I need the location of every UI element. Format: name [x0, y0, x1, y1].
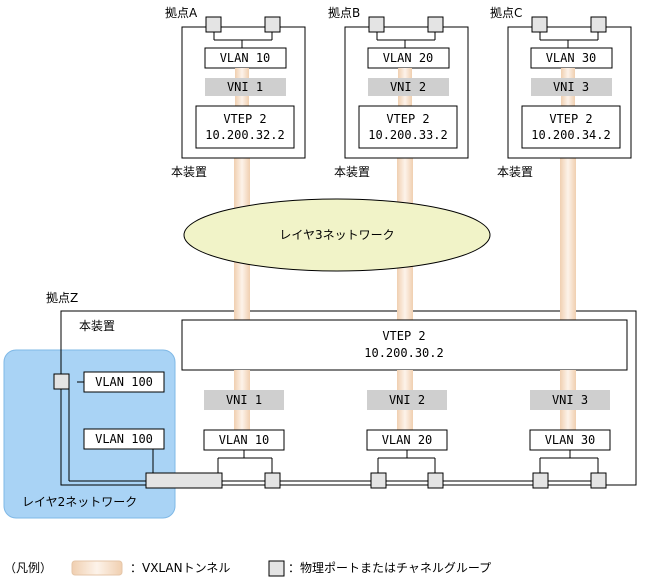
vni-box — [204, 390, 284, 410]
site-z-vtep-name: VTEP 2 — [382, 329, 425, 343]
vni-box — [531, 78, 612, 96]
site-a-label: 拠点A — [165, 6, 198, 20]
vlan-label: VLAN 30 — [545, 433, 596, 447]
vni-label: VNI 2 — [389, 393, 425, 407]
vlan-label: VLAN 10 — [219, 433, 270, 447]
legend-port-swatch — [268, 560, 285, 577]
vtep-name: VTEP 2 — [549, 112, 592, 126]
site-b: 拠点B VLAN 20 VNI 2 VTEP 2 10.200.33.2 本装置 — [328, 6, 469, 179]
site-b-label: 拠点B — [328, 6, 360, 20]
vtep-name: VTEP 2 — [223, 112, 266, 126]
vtep-ip: 10.200.32.2 — [205, 128, 284, 142]
vni-box — [368, 78, 449, 96]
port-icon[interactable] — [531, 16, 548, 33]
site-z-label: 拠点Z — [46, 291, 78, 305]
vlan-label: VLAN 10 — [220, 51, 271, 65]
vlan-label: VLAN 20 — [382, 433, 433, 447]
l2-vlan-box-bottom — [83, 428, 165, 450]
port-icon[interactable] — [53, 373, 70, 390]
vtep-name: VTEP 2 — [386, 112, 429, 126]
vlan-label: VLAN 20 — [383, 51, 434, 65]
vni-box — [205, 78, 286, 96]
l2-vlan-label-bottom: VLAN 100 — [95, 432, 153, 446]
vni-box — [367, 390, 447, 410]
vtep-box — [358, 105, 458, 149]
l3-network-label: レイヤ3ネットワーク — [279, 228, 394, 242]
port-icon[interactable] — [205, 16, 222, 33]
vtep-box — [521, 105, 621, 149]
vni-label: VNI 1 — [226, 393, 262, 407]
vni-label: VNI 3 — [552, 393, 588, 407]
site-z-vtep-box — [181, 319, 628, 371]
legend-port-label: ：物理ポートまたはチャネルグループ — [288, 561, 491, 575]
vni-label: VNI 2 — [390, 80, 426, 94]
site-c-device-label: 本装置 — [497, 165, 533, 179]
l3-network-cloud — [183, 198, 491, 272]
site-z-vtep-ip: 10.200.30.2 — [364, 346, 443, 360]
vlan-label: VLAN 30 — [546, 51, 597, 65]
l2-network-label: レイヤ2ネットワーク — [22, 495, 137, 509]
site-a: 拠点A VLAN 10 VNI 1 VTEP 2 10.200.32.2 本装置 — [165, 6, 306, 179]
port-icon[interactable] — [370, 472, 387, 489]
port-icon[interactable] — [264, 16, 281, 33]
legend: （凡例） ：VXLANトンネル ：物理ポートまたはチャネルグループ — [4, 560, 491, 577]
port-icon[interactable] — [532, 472, 549, 489]
site-c: 拠点C VLAN 30 VNI 3 VTEP 2 10.200.34.2 本装置 — [490, 6, 632, 179]
site-c-label: 拠点C — [490, 6, 522, 20]
site-b-device-label: 本装置 — [334, 165, 370, 179]
site-z-box — [60, 310, 637, 486]
site-a-device-label: 本装置 — [171, 165, 207, 179]
port-icon[interactable] — [590, 16, 607, 33]
legend-tunnel-label: ：VXLANトンネル — [130, 561, 230, 575]
l2-vlan-label-top: VLAN 100 — [95, 375, 153, 389]
legend-title: （凡例） — [4, 561, 52, 575]
vtep-ip: 10.200.34.2 — [531, 128, 610, 142]
l2-vlan-box-top — [83, 371, 165, 393]
port-icon[interactable] — [427, 472, 444, 489]
vni-label: VNI 1 — [227, 80, 263, 94]
port-icon[interactable] — [427, 16, 444, 33]
legend-tunnel-swatch — [71, 560, 123, 576]
vtep-ip: 10.200.33.2 — [368, 128, 447, 142]
port-icon[interactable] — [368, 16, 385, 33]
vni-box — [530, 390, 610, 410]
channel-group-port-icon[interactable] — [145, 472, 223, 489]
port-icon[interactable] — [264, 472, 281, 489]
vtep-box — [195, 105, 295, 149]
site-z-device-label: 本装置 — [79, 319, 115, 333]
vni-label: VNI 3 — [553, 80, 589, 94]
port-icon[interactable] — [590, 472, 607, 489]
